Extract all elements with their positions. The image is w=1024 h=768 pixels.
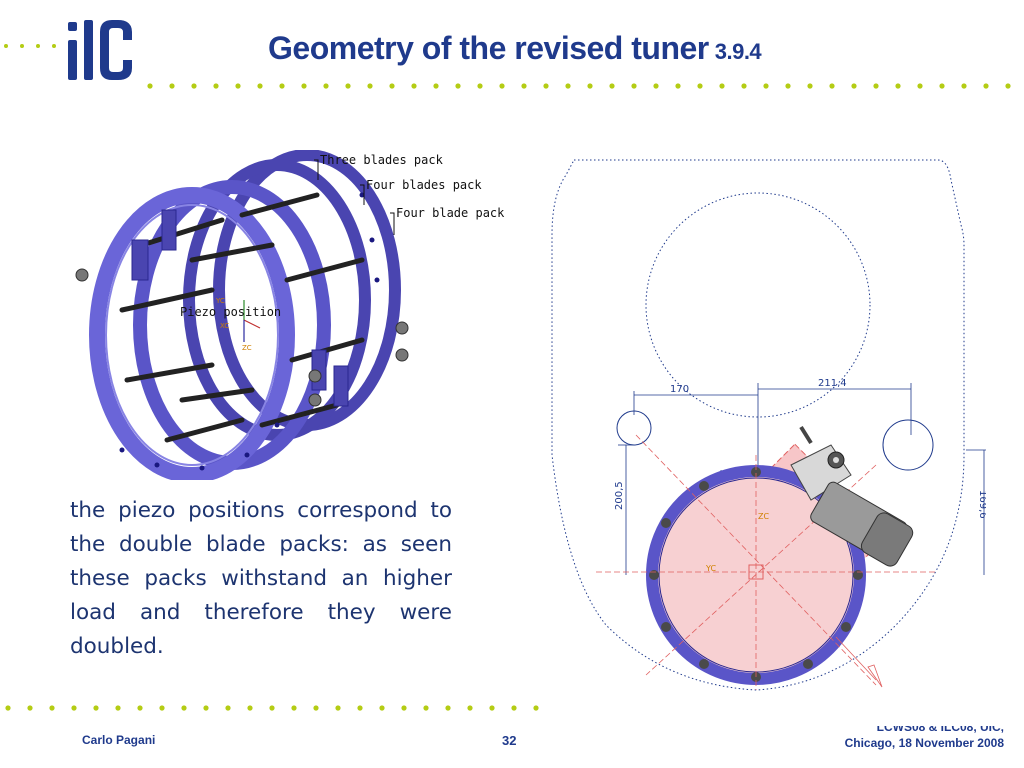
footer-event: LCWS08 & ILC08, UIC, Chicago, 18 Novembe… — [845, 726, 1004, 751]
axis-label-yc: YC — [215, 297, 225, 305]
footer-author: Carlo Pagani — [82, 733, 156, 747]
footer-dots — [5, 705, 539, 711]
tuner-2d-drawing: 170 211,4 200,5 160 119 169,6 YC ZC — [551, 159, 986, 691]
dimension-170: 170 — [670, 384, 689, 395]
title-section-number: 3.9.4 — [714, 39, 762, 64]
footer-event-line1: LCWS08 & ILC08, UIC, — [876, 726, 1004, 734]
ilc-logo — [68, 20, 132, 80]
footer-event-line2: Chicago, 18 November 2008 — [844, 736, 1004, 750]
header-dots-lower — [147, 83, 1011, 89]
drawing-axis-yc: YC — [705, 564, 716, 573]
dimension-200-5: 200,5 — [614, 481, 625, 510]
header-dots-upper — [4, 44, 56, 48]
tuner-3d-figure: YC XC ZC Piezo position Three blades pac… — [75, 150, 505, 480]
footer-page-number: 32 — [502, 733, 517, 748]
title-main: Geometry of the revised tuner — [268, 30, 709, 66]
dimension-211-4: 211,4 — [818, 378, 847, 389]
dimension-169-6: 169,6 — [977, 490, 986, 519]
axis-label-xc: XC — [220, 322, 229, 330]
slide-body-text: the piezo positions correspond to the do… — [70, 498, 452, 659]
callout-four-blades-pack: Four blades pack — [366, 178, 482, 192]
piezo-position-label: Piezo position — [180, 305, 281, 319]
callout-three-blades-pack: Three blades pack — [320, 153, 444, 167]
callout-four-blade-pack: Four blade pack — [396, 206, 505, 220]
axis-label-zc: ZC — [242, 344, 252, 352]
piezo-actuator — [790, 425, 914, 567]
drawing-axis-zc: ZC — [758, 512, 769, 521]
